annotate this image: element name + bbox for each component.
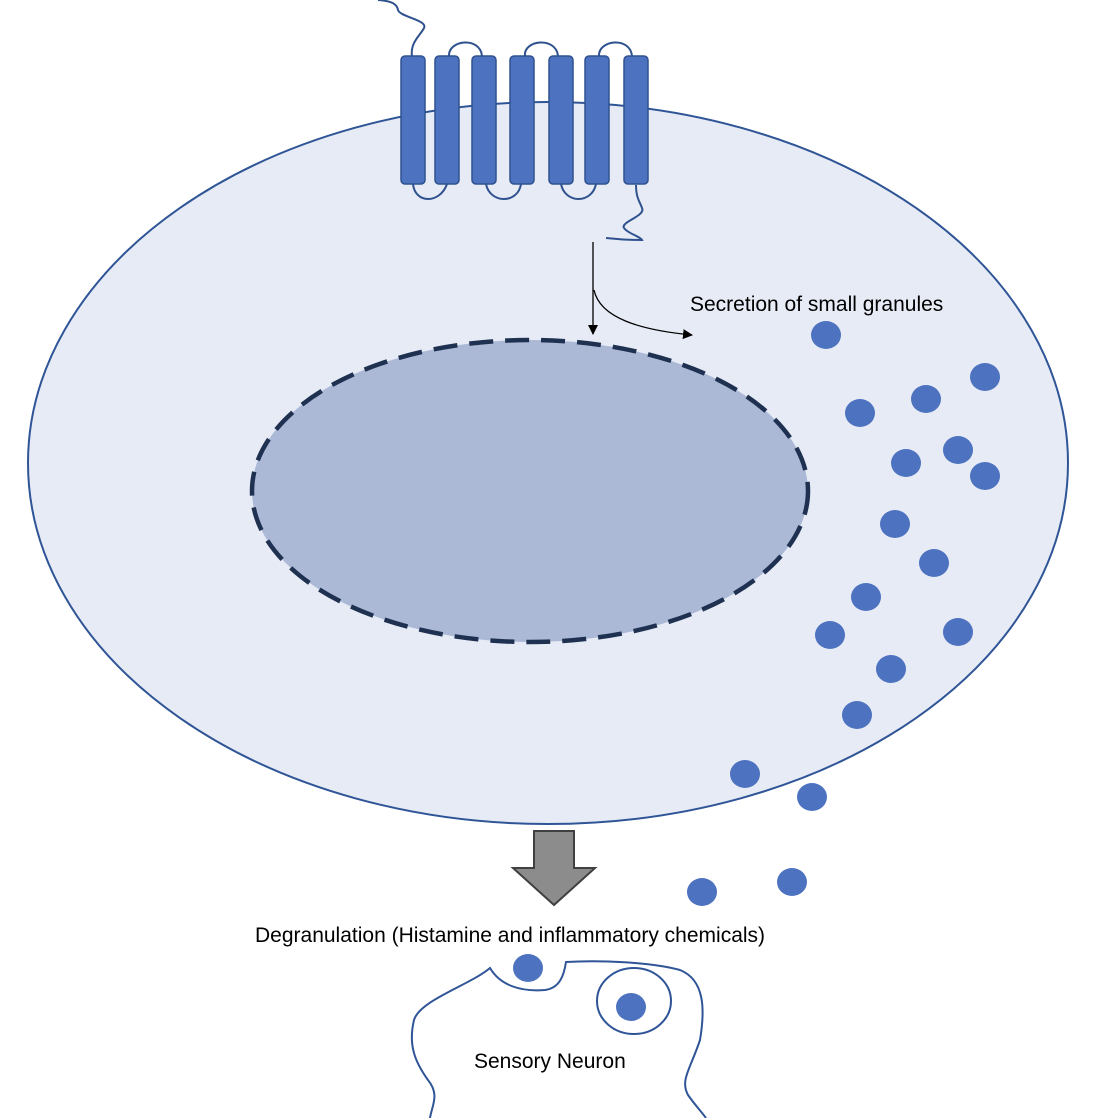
receptor-loop (412, 183, 448, 200)
neuron-bound-granule (513, 954, 543, 982)
histamine-granule (943, 618, 973, 646)
histamine-granule (797, 783, 827, 811)
transmembrane-helix (400, 55, 426, 185)
granules (513, 321, 1000, 1021)
receptor-n-terminus (377, 0, 426, 58)
histamine-granule (851, 583, 881, 611)
neuron-bound-granule (616, 993, 646, 1021)
neuron-receptor-vesicle (596, 967, 672, 1035)
histamine-granule (919, 549, 949, 577)
nucleus (249, 337, 811, 645)
receptor-helices (400, 55, 649, 185)
histamine-granule (891, 449, 921, 477)
histamine-granule (845, 399, 875, 427)
histamine-granule (970, 363, 1000, 391)
degranulation-label: Degranulation (Histamine and inflammator… (255, 924, 765, 947)
histamine-granule (811, 321, 841, 349)
receptor-loops (412, 41, 633, 200)
histamine-granule (876, 655, 906, 683)
histamine-granule (911, 385, 941, 413)
histamine-granule (777, 868, 807, 896)
receptor-loop (447, 41, 483, 57)
receptor-loop (524, 41, 559, 57)
transmembrane-helix (434, 55, 460, 185)
gpcr-receptor (377, 0, 649, 242)
histamine-granule (842, 701, 872, 729)
histamine-granule (880, 510, 910, 538)
arrow-to-secretion (593, 289, 693, 340)
degranulation-arrow-icon (510, 830, 598, 907)
receptor-loop (560, 183, 597, 200)
transmembrane-helix (509, 55, 535, 185)
secretion-label: Secretion of small granules (690, 293, 943, 316)
transmembrane-helix (623, 55, 649, 185)
transmembrane-helix (471, 55, 497, 185)
neuron-label: Sensory Neuron (474, 1050, 626, 1073)
receptor-c-terminus (605, 184, 644, 242)
histamine-granule (943, 436, 973, 464)
transmembrane-helix (548, 55, 574, 185)
histamine-granule (815, 621, 845, 649)
receptor-loop (485, 183, 522, 200)
histamine-granule (687, 878, 717, 906)
signal-arrows (588, 242, 693, 340)
receptor-loop (597, 41, 633, 57)
transmembrane-helix (584, 55, 610, 185)
histamine-granule (970, 462, 1000, 490)
sensory-neuron-outline (410, 960, 707, 1118)
histamine-granule (730, 760, 760, 788)
